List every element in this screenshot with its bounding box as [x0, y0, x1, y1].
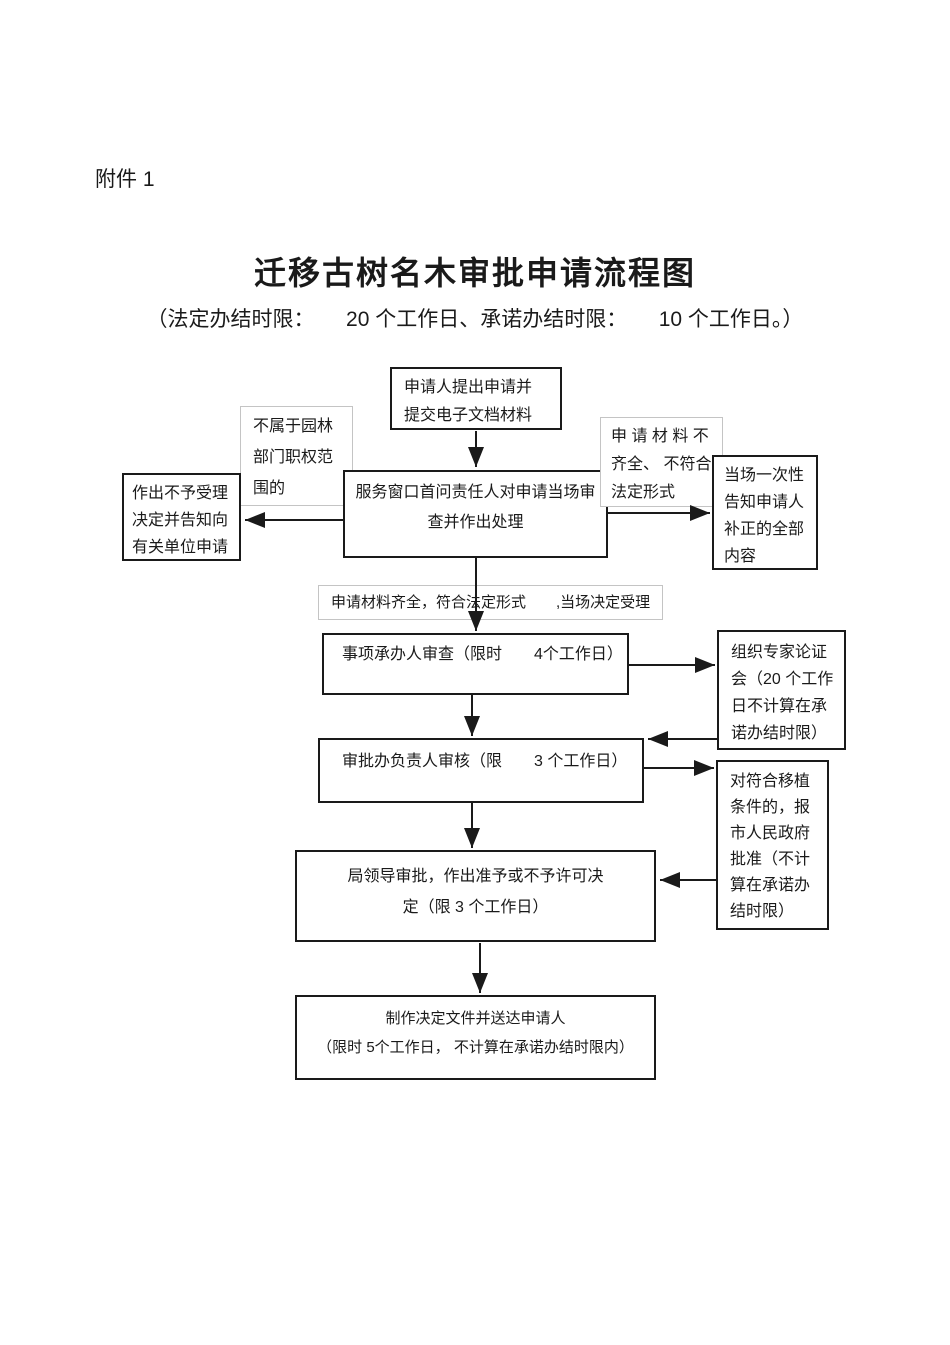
- node-director-review: 审批办负责人审核（限 3 个工作日）: [318, 738, 644, 803]
- note-incomplete: 申 请 材 料 不 齐全、 不符合 法定形式: [600, 417, 723, 507]
- node-apply: 申请人提出申请并 提交电子文档材料: [390, 367, 562, 430]
- node-leader-decision: 局领导审批，作出准予或不予许可决 定（限 3 个工作日）: [295, 850, 656, 942]
- node-gov-approval: 对符合移植 条件的，报 市人民政府 批准（不计 算在承诺办 结时限）: [716, 760, 829, 930]
- page-subtitle: （法定办结时限： 20 个工作日、承诺办结时限： 10 个工作日。）: [146, 308, 804, 331]
- node-notify-correction: 当场一次性 告知申请人 补正的全部 内容: [712, 455, 818, 570]
- node-window-review: 服务窗口首问责任人对申请当场审 查并作出处理: [343, 470, 608, 558]
- node-deliver-decision: 制作决定文件并送达申请人 （限时 5个工作日， 不计算在承诺办结时限内）: [295, 995, 656, 1080]
- label-accepted: 申请材料齐全，符合法定形式 ,当场决定受理: [318, 585, 663, 620]
- note-not-in-scope: 不属于园林 部门职权范 围的: [240, 406, 353, 506]
- page-title: 迁移古树名木审批申请流程图: [253, 255, 696, 291]
- node-reject: 作出不予受理 决定并告知向 有关单位申请: [122, 473, 241, 561]
- attachment-label: 附件 1: [95, 168, 155, 191]
- node-expert-panel: 组织专家论证 会（20 个工作 日不计算在承 诺办结时限）: [717, 630, 846, 750]
- node-undertaker-review: 事项承办人审查（限时 4个工作日）: [322, 633, 629, 695]
